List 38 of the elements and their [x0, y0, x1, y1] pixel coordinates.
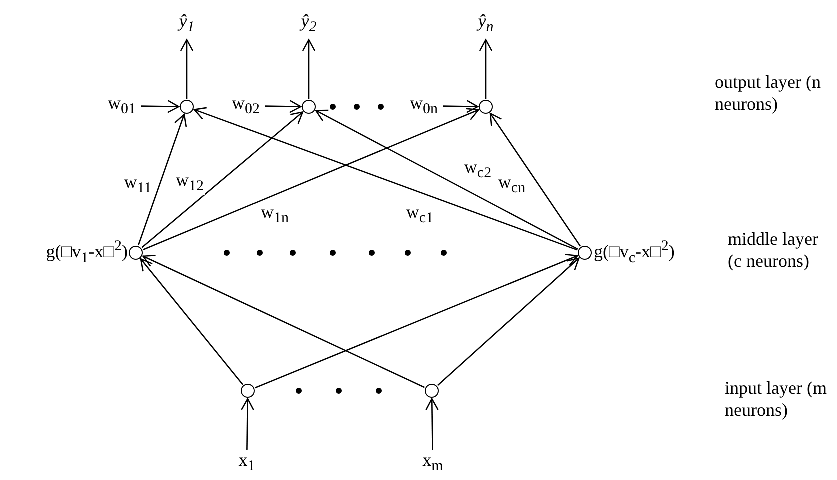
weight-symbol: w$_{02}$	[228, 96, 264, 116]
arrow	[140, 100, 180, 114]
layer-label: input layer (m neurons)	[725, 378, 828, 422]
arrow	[140, 258, 244, 386]
arrow	[315, 110, 578, 250]
output-symbol: ŷ$_{1}$	[174, 9, 200, 39]
arrow	[138, 114, 188, 246]
neuron-circle	[479, 100, 493, 114]
arrow	[143, 108, 480, 250]
neuron-circle	[578, 246, 592, 260]
arrow	[142, 254, 425, 388]
arrow	[437, 258, 580, 386]
output-symbol: ŷ$_{2}$	[296, 9, 322, 39]
neuron-circle	[241, 384, 255, 398]
layer-label: output layer (n neurons)	[715, 72, 822, 116]
weight-symbol: w$_{01}$	[104, 96, 140, 116]
arrow	[142, 112, 304, 248]
neuron-circle	[180, 100, 194, 114]
layer-label: middle layer (c neurons)	[728, 229, 820, 272]
neuron-circle	[425, 384, 439, 398]
arrow	[194, 107, 578, 251]
output-symbol: ŷ$_{n}$	[473, 9, 499, 39]
arrow	[180, 39, 194, 99]
arrow	[442, 100, 479, 114]
arrow	[255, 254, 578, 389]
arrow	[302, 39, 316, 99]
activation-formula: g(□v$_{1}$-x□$^{2}$)	[46, 240, 128, 266]
arrow	[264, 100, 302, 114]
arrow	[479, 39, 493, 99]
arrow	[490, 112, 582, 247]
arrow	[426, 398, 439, 450]
neuron-circle	[129, 246, 143, 260]
input-symbol: x$_{1}$	[235, 451, 259, 475]
neuron-circle	[302, 100, 316, 114]
weight-symbol: w$_{0n}$	[406, 96, 442, 116]
input-symbol: x$_{m}$	[419, 451, 447, 475]
activation-formula: g(□v$_{c}$-x□$^{2}$)	[594, 240, 675, 266]
arrow	[241, 398, 254, 450]
